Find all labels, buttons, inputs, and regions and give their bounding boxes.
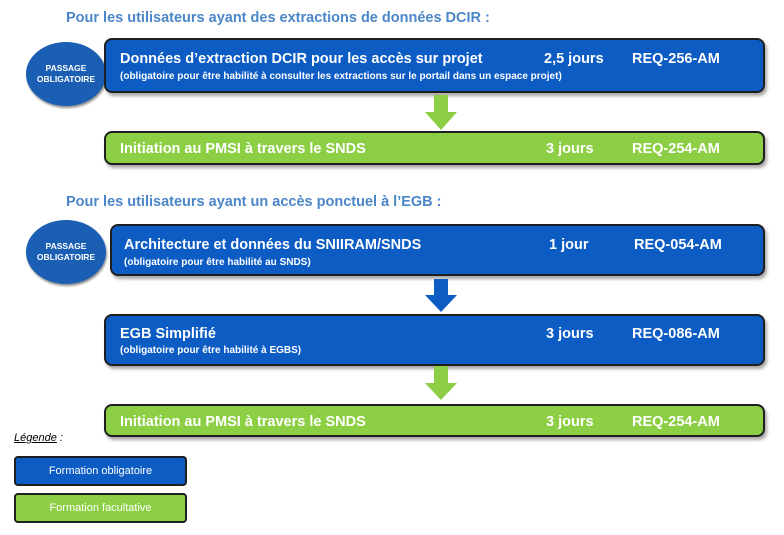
training-box-pmsi-2: Initiation au PMSI à travers le SNDS 3 j… [104, 404, 765, 437]
training-code: REQ-086-AM [632, 326, 720, 342]
legend-title-text: Légende [14, 432, 57, 444]
badge-line2: OBLIGATOIRE [36, 252, 96, 262]
training-box-egb-simplifie: EGB Simplifié 3 jours REQ-086-AM (obliga… [104, 314, 765, 366]
legend-optional: Formation facultative [14, 493, 187, 523]
mandatory-badge: PASSAGE OBLIGATOIRE [26, 42, 106, 106]
training-code: REQ-254-AM [632, 414, 720, 430]
legend-title-suffix: : [56, 432, 63, 444]
section-title-dcir: Pour les utilisateurs ayant des extracti… [66, 10, 490, 26]
training-name: Données d’extraction DCIR pour les accès… [120, 51, 483, 67]
training-note: (obligatoire pour être habilité à consul… [120, 71, 562, 82]
training-code: REQ-256-AM [632, 51, 720, 67]
training-duration: 2,5 jours [544, 51, 604, 67]
legend-mandatory-label: Formation obligatoire [48, 465, 153, 477]
training-duration: 3 jours [546, 326, 594, 342]
training-duration: 3 jours [546, 141, 594, 157]
training-code: REQ-254-AM [632, 141, 720, 157]
training-name: EGB Simplifié [120, 326, 216, 342]
legend-mandatory: Formation obligatoire [14, 456, 187, 486]
down-arrow-green [425, 366, 457, 400]
training-box-sniiram-snds: Architecture et données du SNIIRAM/SNDS … [110, 224, 765, 276]
training-duration: 1 jour [549, 237, 589, 253]
training-box-dcir-extraction: Données d’extraction DCIR pour les accès… [104, 38, 765, 93]
down-arrow-blue [425, 279, 457, 312]
training-name: Architecture et données du SNIIRAM/SNDS [124, 237, 422, 253]
badge-line1: PASSAGE [45, 241, 87, 251]
badge-line1: PASSAGE [45, 63, 87, 73]
down-arrow-green [425, 95, 457, 130]
legend-title: Légende : [14, 432, 63, 444]
training-name: Initiation au PMSI à travers le SNDS [120, 141, 366, 157]
section-title-egb: Pour les utilisateurs ayant un accès pon… [66, 194, 442, 210]
training-note: (obligatoire pour être habilité au SNDS) [124, 257, 311, 268]
training-duration: 3 jours [546, 414, 594, 430]
training-box-pmsi-1: Initiation au PMSI à travers le SNDS 3 j… [104, 131, 765, 165]
badge-line2: OBLIGATOIRE [36, 74, 96, 84]
training-name: Initiation au PMSI à travers le SNDS [120, 414, 366, 430]
mandatory-badge: PASSAGE OBLIGATOIRE [26, 220, 106, 284]
training-code: REQ-054-AM [634, 237, 722, 253]
training-note: (obligatoire pour être habilité à EGBS) [120, 345, 302, 356]
legend-optional-label: Formation facultative [49, 502, 152, 514]
